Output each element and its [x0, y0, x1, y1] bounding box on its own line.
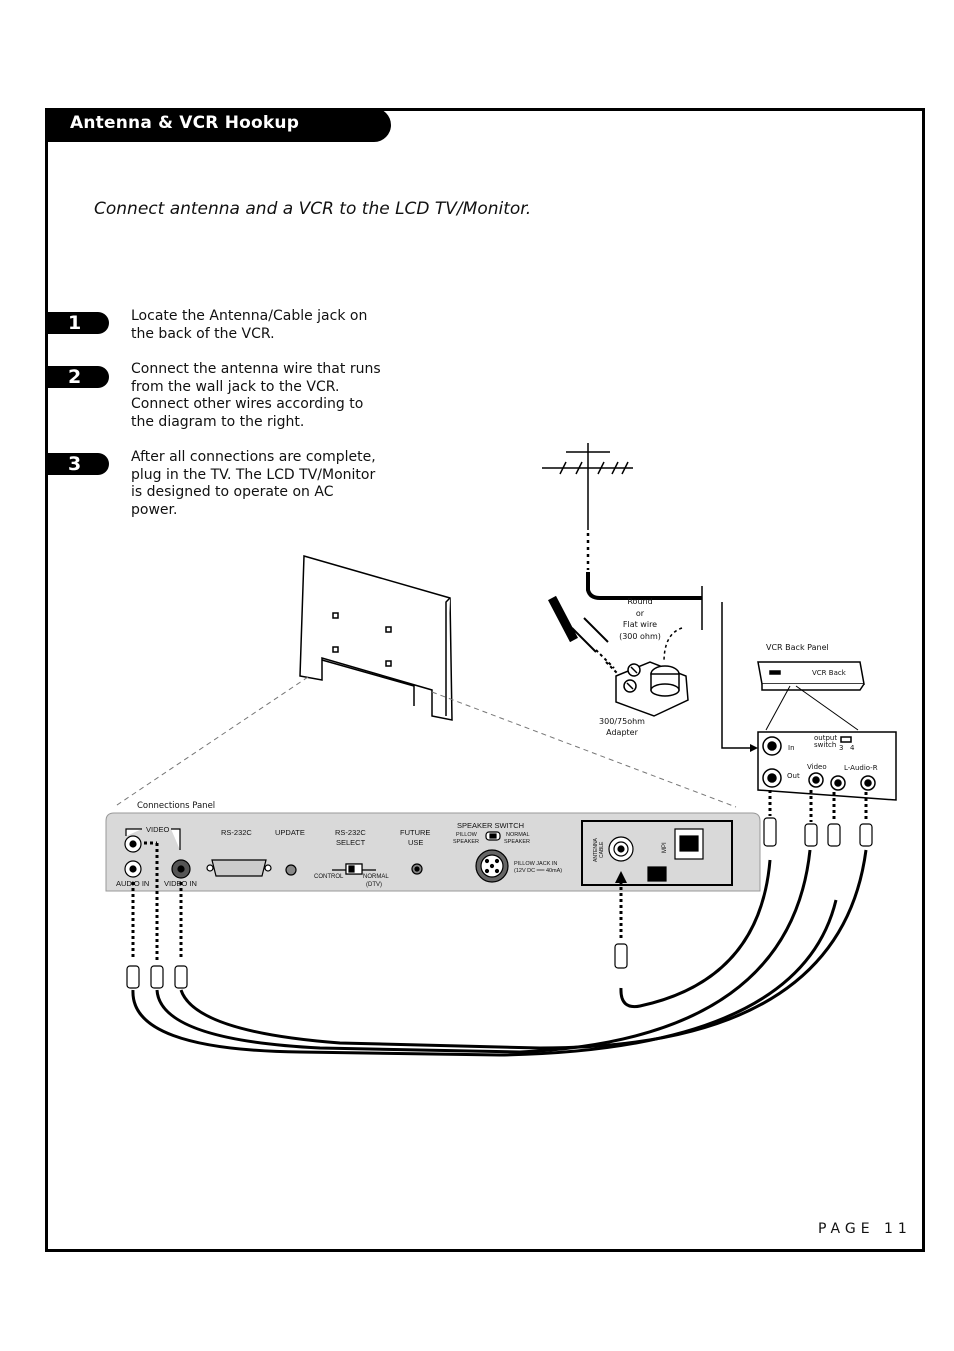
panel-jacks [124, 828, 704, 883]
vcr-back-panel-label: VCR Back Panel [766, 643, 829, 652]
vcr-in-label: In [788, 744, 795, 752]
rca-plugs [126, 817, 873, 989]
step-2-badge: 2 [47, 366, 109, 388]
svg-text:(300 ohm): (300 ohm) [619, 632, 661, 641]
step-3-line: plug in the TV. The LCD TV/Monitor [131, 466, 376, 483]
vcr-switch-value: 4 [850, 744, 855, 752]
step-2-line: from the wall jack to the VCR. [131, 378, 340, 395]
svg-text:NORMAL: NORMAL [506, 832, 530, 838]
vcr-illustration [757, 661, 897, 801]
svg-text:RS-232C: RS-232C [335, 828, 366, 837]
page-frame [45, 108, 925, 1252]
svg-text:Flat wire: Flat wire [623, 620, 657, 629]
connections-panel-label: Connections Panel [137, 801, 215, 811]
vcr-audio-label: L-Audio-R [844, 764, 878, 772]
svg-text:CONTROL: CONTROL [314, 874, 344, 880]
svg-text:NORMAL: NORMAL [363, 874, 389, 880]
svg-text:USE: USE [408, 838, 423, 847]
svg-text:CABLE: CABLE [599, 841, 605, 858]
svg-text:or: or [636, 609, 645, 618]
svg-text:UPDATE: UPDATE [275, 828, 305, 837]
arrow-icon [615, 871, 627, 883]
step-3-line: After all connections are complete, [131, 449, 376, 465]
svg-text:VIDEO: VIDEO [146, 825, 170, 834]
flat-wire-icon [548, 595, 683, 677]
svg-text:ANTENNA: ANTENNA [593, 837, 599, 862]
svg-text:SPEAKER: SPEAKER [453, 839, 479, 845]
wire-label: Round or Flat wire (300 ohm) [619, 597, 661, 641]
page-number: PAGE 11 [818, 1221, 912, 1237]
vcr-output-label: output [814, 734, 837, 742]
adapter-label: 300/75ohm Adapter [599, 717, 645, 737]
svg-text:PILLOW: PILLOW [456, 832, 478, 838]
adapter-icon [615, 661, 689, 717]
step-2-line: Connect other wires according to [131, 396, 364, 413]
svg-text:FUTURE: FUTURE [400, 828, 430, 837]
step-1-text: Locate the Antenna/Cable jack on the bac… [131, 308, 381, 343]
antenna-icon [542, 443, 750, 749]
svg-text:300/75ohm: 300/75ohm [599, 717, 645, 726]
svg-text:SPEAKER: SPEAKER [504, 839, 530, 845]
svg-text:(DTV): (DTV) [366, 882, 382, 888]
title-tab [45, 108, 391, 142]
cables [131, 790, 868, 1057]
step-3-badge: 3 [47, 453, 109, 475]
step-3-text: After all connections are complete, plug… [131, 449, 381, 519]
vcr-video-label: Video [807, 763, 827, 771]
step-3-line: is designed to operate on AC power. [131, 484, 334, 518]
svg-text:PILLOW JACK IN: PILLOW JACK IN [514, 861, 557, 867]
vcr-back-text: VCR Back [812, 669, 847, 677]
step-1-line: the back of the VCR. [131, 325, 275, 342]
svg-text:MPI: MPI [662, 842, 668, 853]
arrow-icon [750, 744, 758, 752]
svg-text:SELECT: SELECT [336, 838, 366, 847]
step-2-text: Connect the antenna wire that runs from … [131, 361, 381, 431]
svg-text:(12V DC ══ 40mA): (12V DC ══ 40mA) [514, 868, 562, 874]
svg-text:Adapter: Adapter [606, 728, 638, 737]
page-subtitle: Connect antenna and a VCR to the LCD TV/… [94, 199, 532, 219]
svg-text:SPEAKER SWITCH: SPEAKER SWITCH [457, 821, 524, 830]
tv-back-illustration [299, 555, 453, 721]
step-2-line: Connect the antenna wire that runs [131, 361, 381, 377]
step-1-badge: 1 [47, 312, 109, 334]
zoom-lines [113, 676, 737, 808]
vcr-switch-label: switch [814, 741, 836, 749]
vcr-out-label: Out [787, 772, 800, 780]
step-2-line: the diagram to the right. [131, 413, 305, 430]
vcr-switch-value: 3 [839, 744, 843, 752]
page-title: Antenna & VCR Hookup [70, 113, 300, 133]
svg-text:Round: Round [627, 597, 652, 606]
step-1-line: Locate the Antenna/Cable jack on [131, 308, 368, 324]
svg-text:RS-232C: RS-232C [221, 828, 252, 837]
